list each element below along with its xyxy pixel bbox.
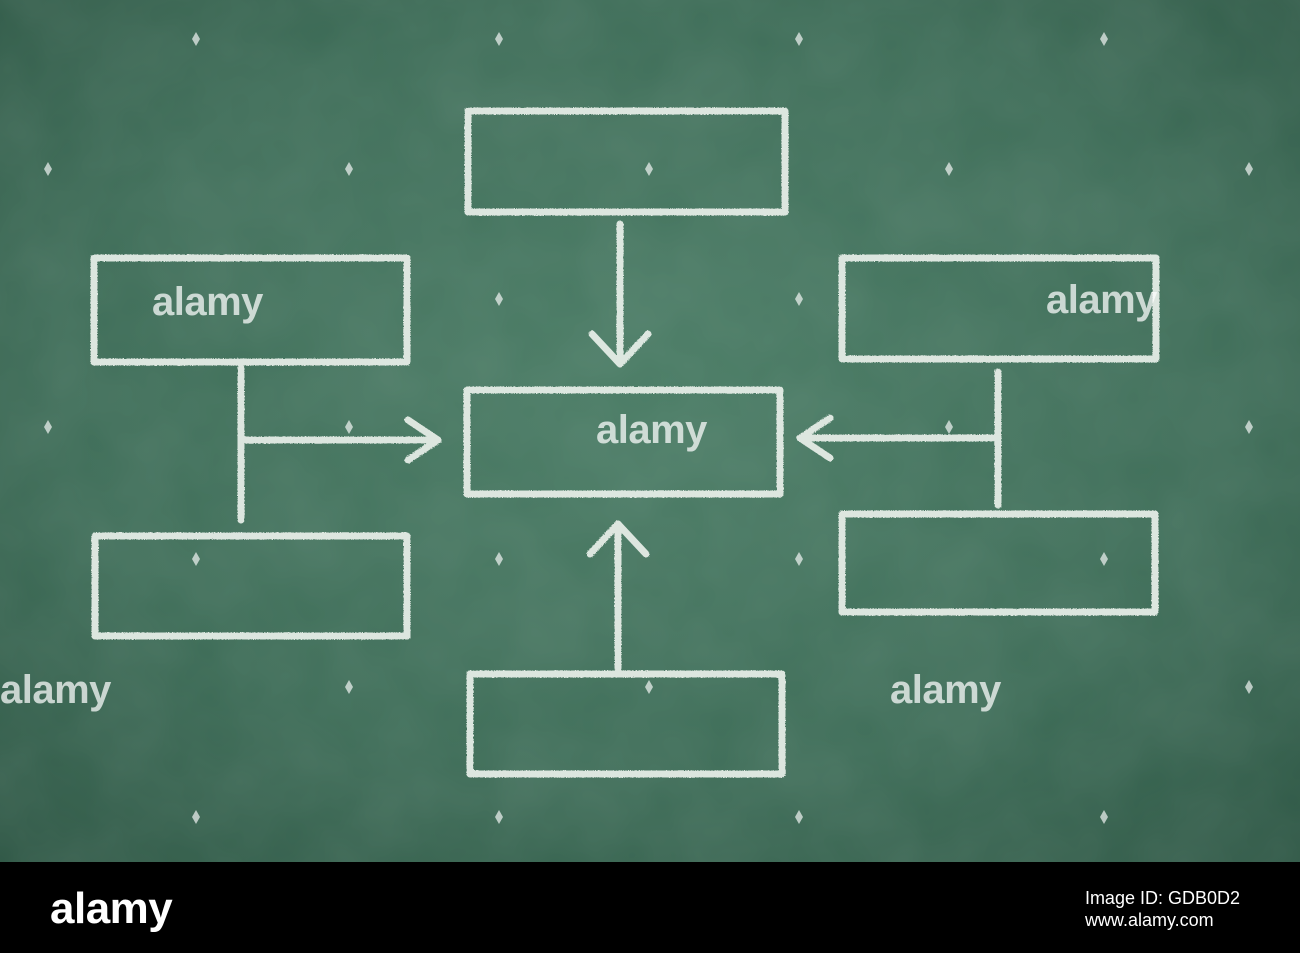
- site-url: www.alamy.com: [1084, 910, 1214, 930]
- flowchart-box-right-bottom: [838, 510, 1159, 616]
- chalkboard-drawing: [0, 0, 1300, 862]
- flowchart-box-bottom: [466, 670, 786, 778]
- alamy-logo: alamy: [50, 884, 173, 933]
- flowchart-box-top: [464, 107, 789, 216]
- arrow-top-to-center: [588, 220, 652, 368]
- flowchart-box-left-bottom: [91, 532, 411, 640]
- chalk-smudges: [0, 0, 1300, 862]
- arrow-bottom-to-center: [586, 520, 650, 672]
- flowchart-box-right-top: [838, 254, 1160, 363]
- flowchart-box-center: [463, 386, 784, 498]
- flowchart-box-left-top: [90, 254, 411, 366]
- chalkboard: alamy alamy alamy alamy alamy: [0, 0, 1300, 862]
- flowchart: [90, 107, 1160, 778]
- footer-bar: alamy Image ID: GDB0D2 www.alamy.com: [0, 862, 1300, 953]
- image-credit: Image ID: GDB0D2 www.alamy.com: [1084, 888, 1240, 930]
- connector-left: [237, 364, 442, 524]
- connector-right: [796, 368, 1002, 509]
- image-id: GDB0D2: [1167, 888, 1240, 908]
